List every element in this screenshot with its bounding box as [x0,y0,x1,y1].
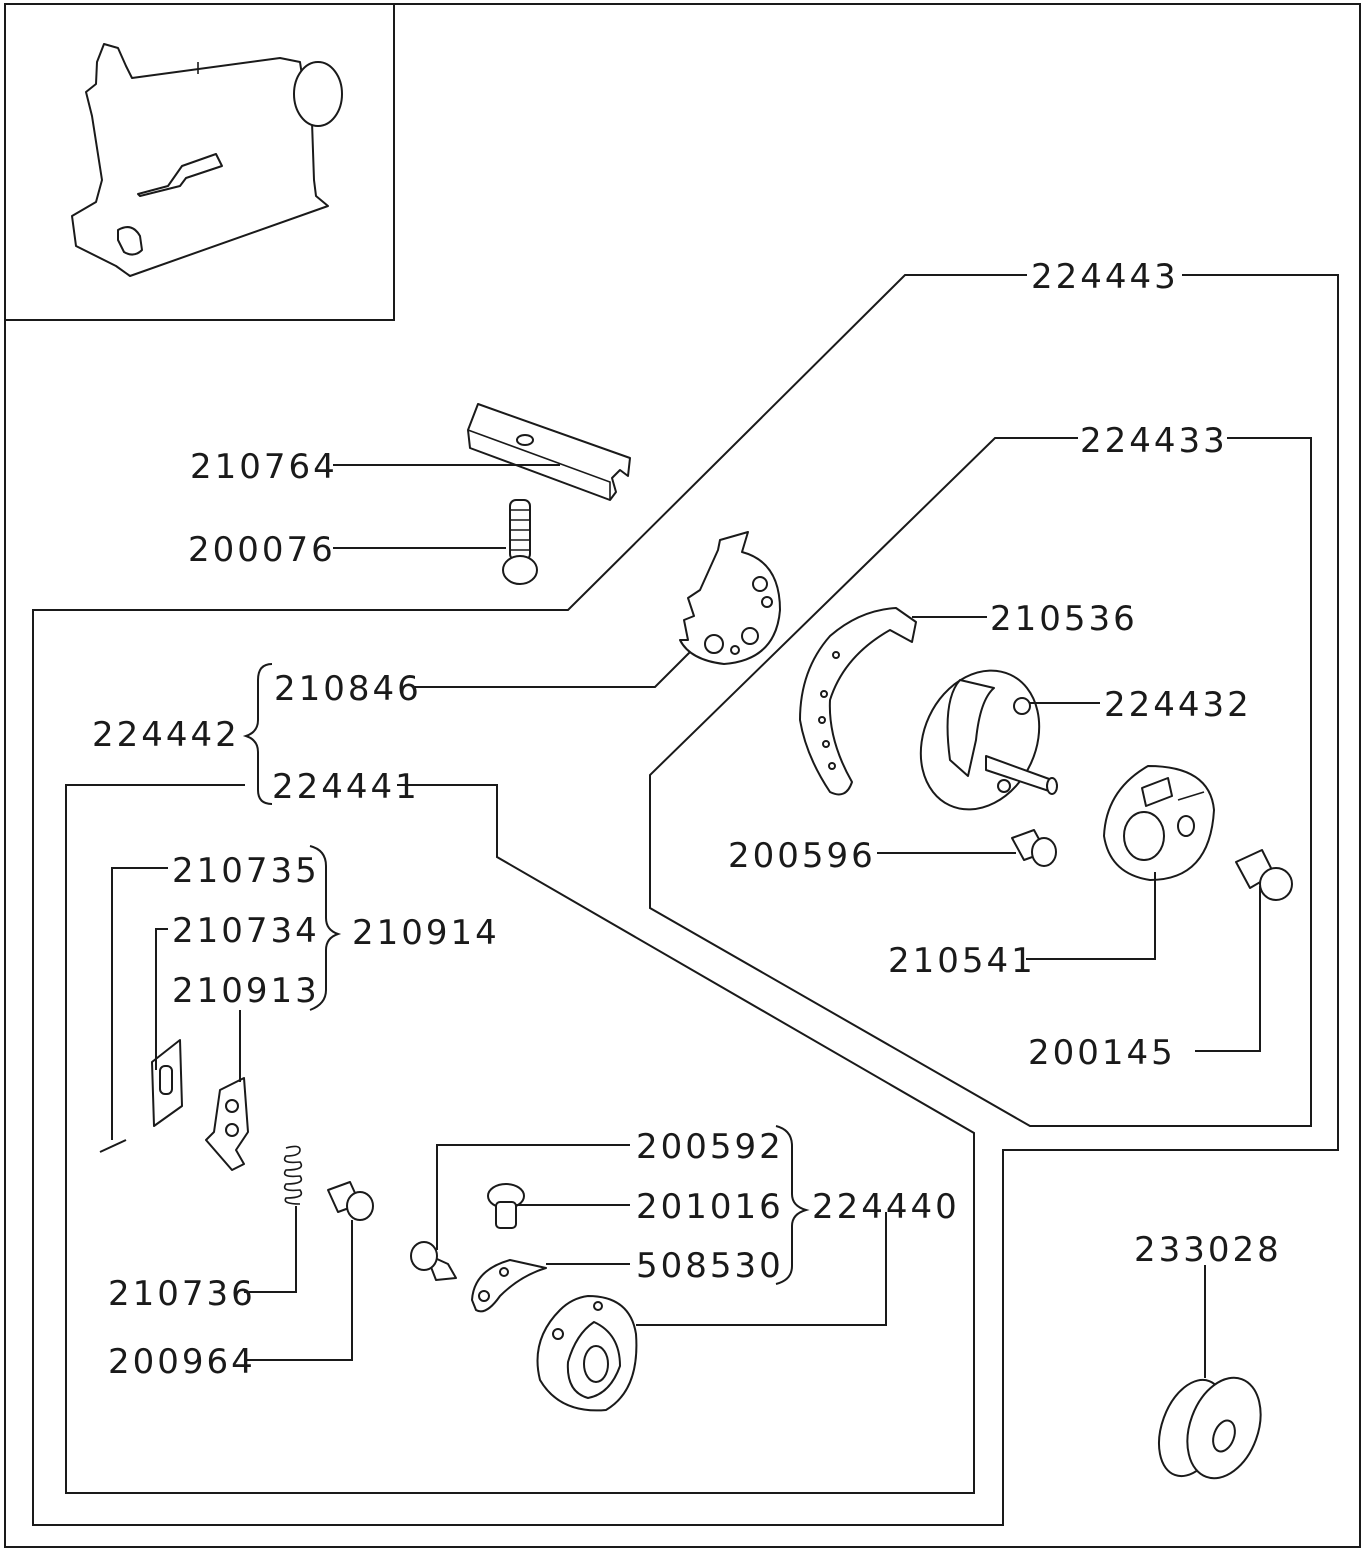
label-210764: 210764 [190,447,338,487]
label-224440: 224440 [812,1187,960,1227]
part-210735-guide [99,1139,127,1153]
brace-224442 [242,663,273,805]
part-200076-screw [502,499,538,585]
label-200076: 200076 [188,530,336,570]
part-210536-arc [799,607,917,796]
part-224432-driver [919,669,1058,811]
part-210846-disc [679,531,781,665]
part-200596-screw [1011,829,1057,867]
part-201016-screw [487,1183,525,1229]
label-200964: 200964 [108,1342,256,1382]
label-224442: 224442 [92,715,240,755]
label-224432: 224432 [1104,685,1252,725]
boundary-224433 [649,437,1312,1127]
sewing-machine-icon [71,43,343,277]
label-224441: 224441 [272,767,420,807]
label-201016: 201016 [636,1187,784,1227]
boundary-224441 [65,784,975,1494]
label-233028: 233028 [1134,1230,1282,1270]
label-210541: 210541 [888,941,1036,981]
label-210846: 210846 [274,669,422,709]
boundary-224443 [32,274,1339,1526]
label-210735: 210735 [172,851,320,891]
label-210536: 210536 [990,599,1138,639]
label-210913: 210913 [172,971,320,1011]
label-224433: 224433 [1080,421,1228,461]
leader-lines [111,464,1261,1378]
part-200964-screw [327,1181,374,1221]
brace-marks [242,663,810,1285]
diagram-frame [4,3,1361,1548]
part-508530-spring-plate [471,1259,547,1313]
part-224440-hook [536,1295,638,1412]
label-210736: 210736 [108,1274,256,1314]
part-210541-plate [1103,765,1215,881]
label-200596: 200596 [728,836,876,876]
part-210734-plate [151,1039,183,1127]
part-200592-screw [410,1241,457,1281]
label-210734: 210734 [172,911,320,951]
label-200592: 200592 [636,1127,784,1167]
label-508530: 508530 [636,1246,784,1286]
label-210914: 210914 [352,913,500,953]
brace-224440 [775,1125,810,1285]
brace-210914 [309,845,342,1011]
part-210764-plate [467,403,631,501]
part-200145-screw [1235,849,1293,901]
machine-locator-inset [5,4,395,321]
part-210736-spring [283,1145,303,1205]
part-210913-bracket [205,1077,249,1171]
label-200145: 200145 [1028,1033,1176,1073]
part-233028-bobbin [1158,1376,1262,1480]
label-224443: 224443 [1031,257,1179,297]
